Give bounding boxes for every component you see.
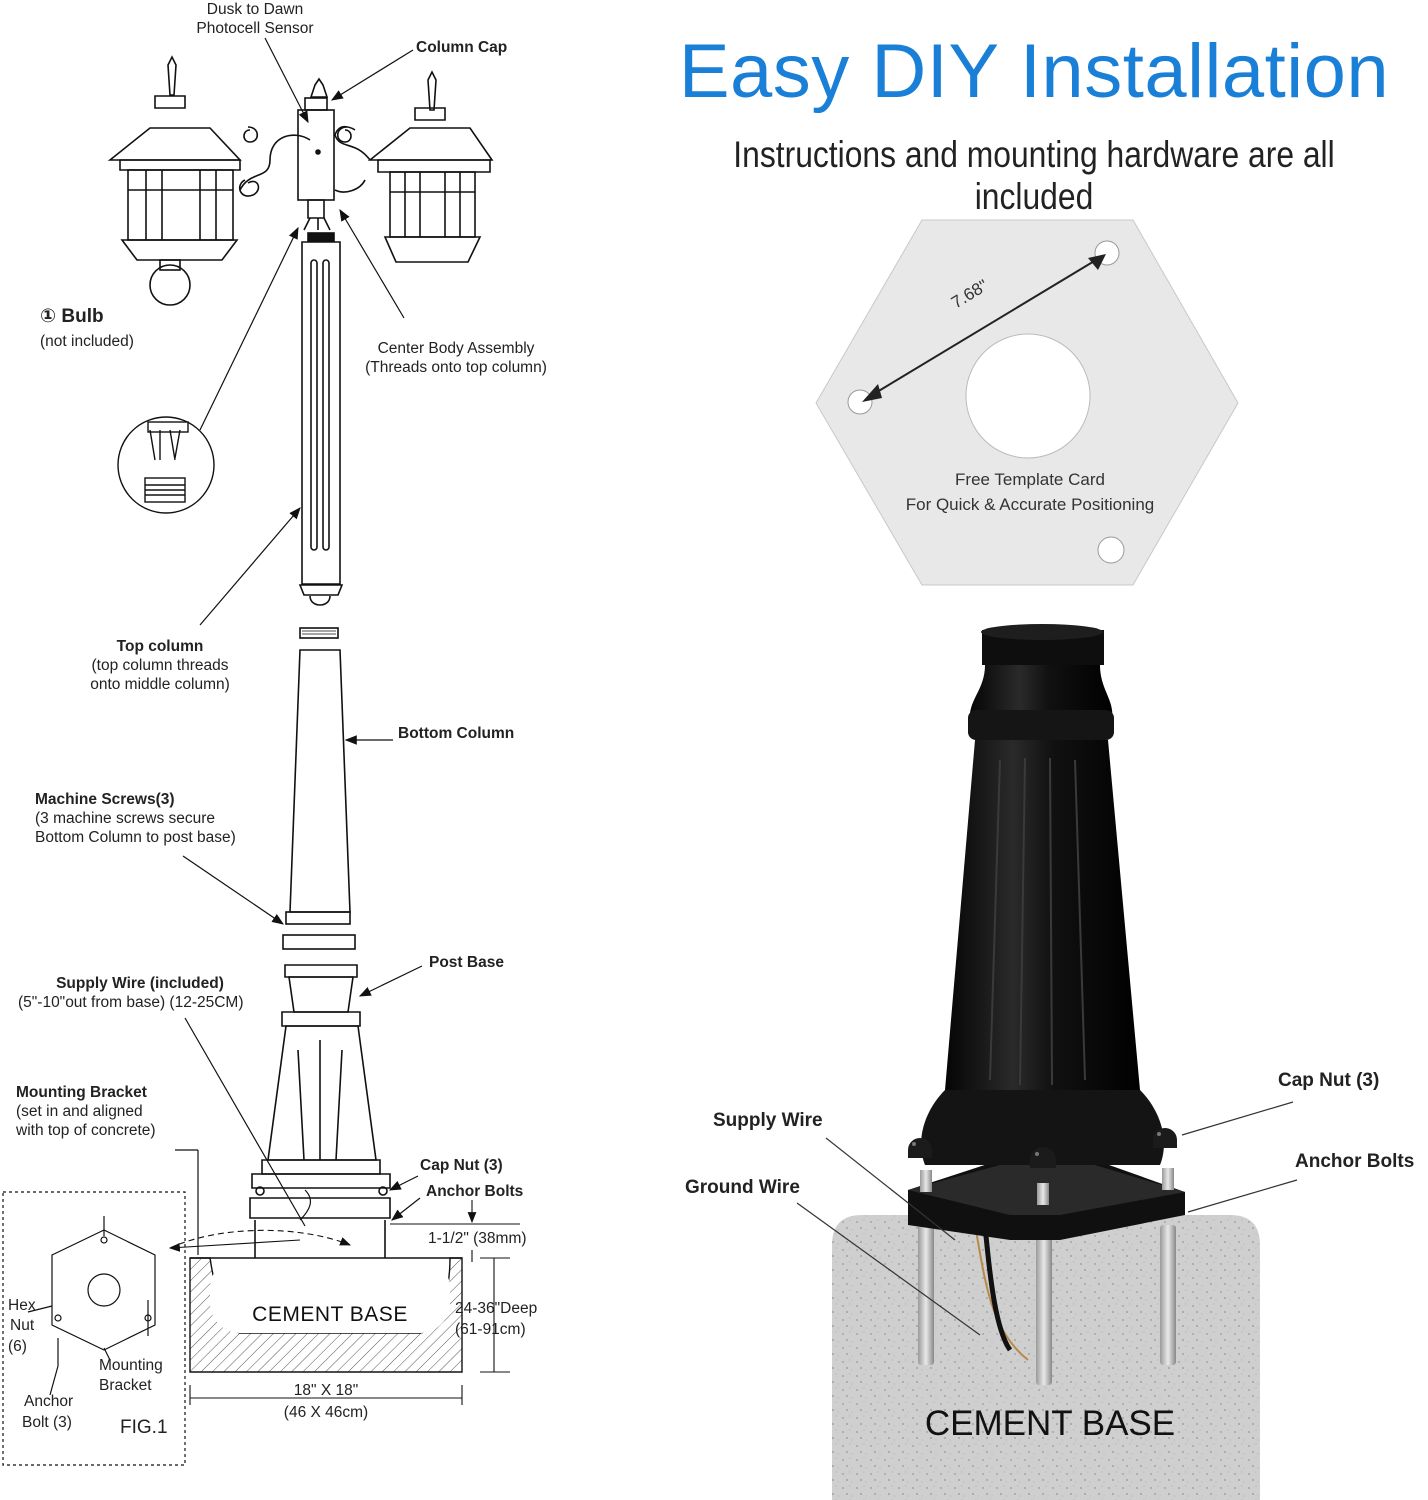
fig-hex-nut-line2: Nut (10, 1317, 35, 1334)
top-column-note-line2: onto middle column) (90, 676, 230, 693)
bulb-note: (not included) (40, 333, 134, 350)
fig-mounting-bracket-line1: Mounting (99, 1357, 163, 1374)
fig1-box (2, 1191, 186, 1466)
fig-mounting-bracket-line2: Bracket (99, 1377, 152, 1394)
column-cap-label: Column Cap (416, 39, 508, 56)
template-card (815, 219, 1239, 586)
fig-hex-nut-line3: (6) (8, 1338, 27, 1355)
mounting-bracket-note-line2: with top of concrete) (16, 1122, 156, 1139)
cement-base-label-left: CEMENT BASE (252, 1303, 408, 1326)
lamp-post-drawing (107, 55, 494, 1285)
mounting-bracket-note-line1: (set in and aligned (16, 1103, 143, 1120)
bulb-label: ① Bulb (40, 306, 104, 327)
supply-wire-note: (5"-10"out from base) (12-25CM) (18, 994, 244, 1011)
sensor-label-line1: Dusk to Dawn (206, 1, 304, 18)
fig-anchor-bolt-line2: Bolt (3) (22, 1414, 72, 1431)
top-column-note-line1: (top column threads (91, 657, 229, 674)
right-callout-lines (796, 1101, 1298, 1336)
machine-screws-note-line2: Bottom Column to post base) (35, 829, 236, 846)
center-body-line1: Center Body Assembly (377, 340, 535, 357)
anchor-bolts-label-right: Anchor Bolts (1295, 1151, 1415, 1172)
mounting-bracket-label: Mounting Bracket (16, 1084, 147, 1101)
dimension-lines (168, 1200, 520, 1405)
right-lantern (367, 70, 494, 263)
depth-dimension-line1: 24-36"Deep (455, 1300, 538, 1317)
template-caption-line2: For Quick & Accurate Positioning (905, 495, 1155, 514)
anchor-bolts-label-left: Anchor Bolts (426, 1183, 524, 1200)
zoom-detail (117, 416, 215, 514)
width-dimension-line2: (46 X 46cm) (283, 1404, 369, 1421)
left-callout-lines (175, 37, 423, 1255)
page-title: Easy DIY Installation (678, 29, 1390, 114)
template-caption-line1: Free Template Card (955, 470, 1105, 489)
supply-wire-label: Supply Wire (included) (56, 975, 224, 992)
sensor-label-line2: Photocell Sensor (196, 20, 314, 37)
width-dimension-line1: 18" X 18" (293, 1382, 359, 1399)
fig-anchor-bolt-line1: Anchor (24, 1393, 74, 1410)
page-subtitle: Instructions and mounting hardware are a… (733, 134, 1335, 217)
fig-hex-nut-line1: Hex (8, 1297, 36, 1314)
post-base-label: Post Base (429, 954, 504, 971)
top-column-label: Top column (116, 638, 204, 655)
machine-screws-note-line1: (3 machine screws secure (35, 810, 216, 827)
center-body-line2: (Threads onto top column) (365, 359, 547, 376)
machine-screws-label: Machine Screws(3) (35, 791, 175, 808)
cap-nut-label-left: Cap Nut (3) (420, 1157, 503, 1174)
ground-wire-label-right: Ground Wire (685, 1177, 800, 1198)
supply-wire-label-right: Supply Wire (713, 1110, 823, 1131)
height-dimension: 1-1/2" (38mm) (428, 1230, 527, 1247)
left-lantern (107, 55, 242, 306)
post-base-photo (908, 624, 1185, 1385)
depth-dimension-line2: (61-91cm) (455, 1321, 526, 1338)
cement-base-label-right: CEMENT BASE (924, 1404, 1176, 1443)
fig1-label: FIG.1 (120, 1417, 168, 1438)
bottom-column-label: Bottom Column (398, 725, 515, 742)
cement-base-section (189, 1257, 463, 1373)
cap-nut-label-right: Cap Nut (3) (1278, 1070, 1380, 1091)
